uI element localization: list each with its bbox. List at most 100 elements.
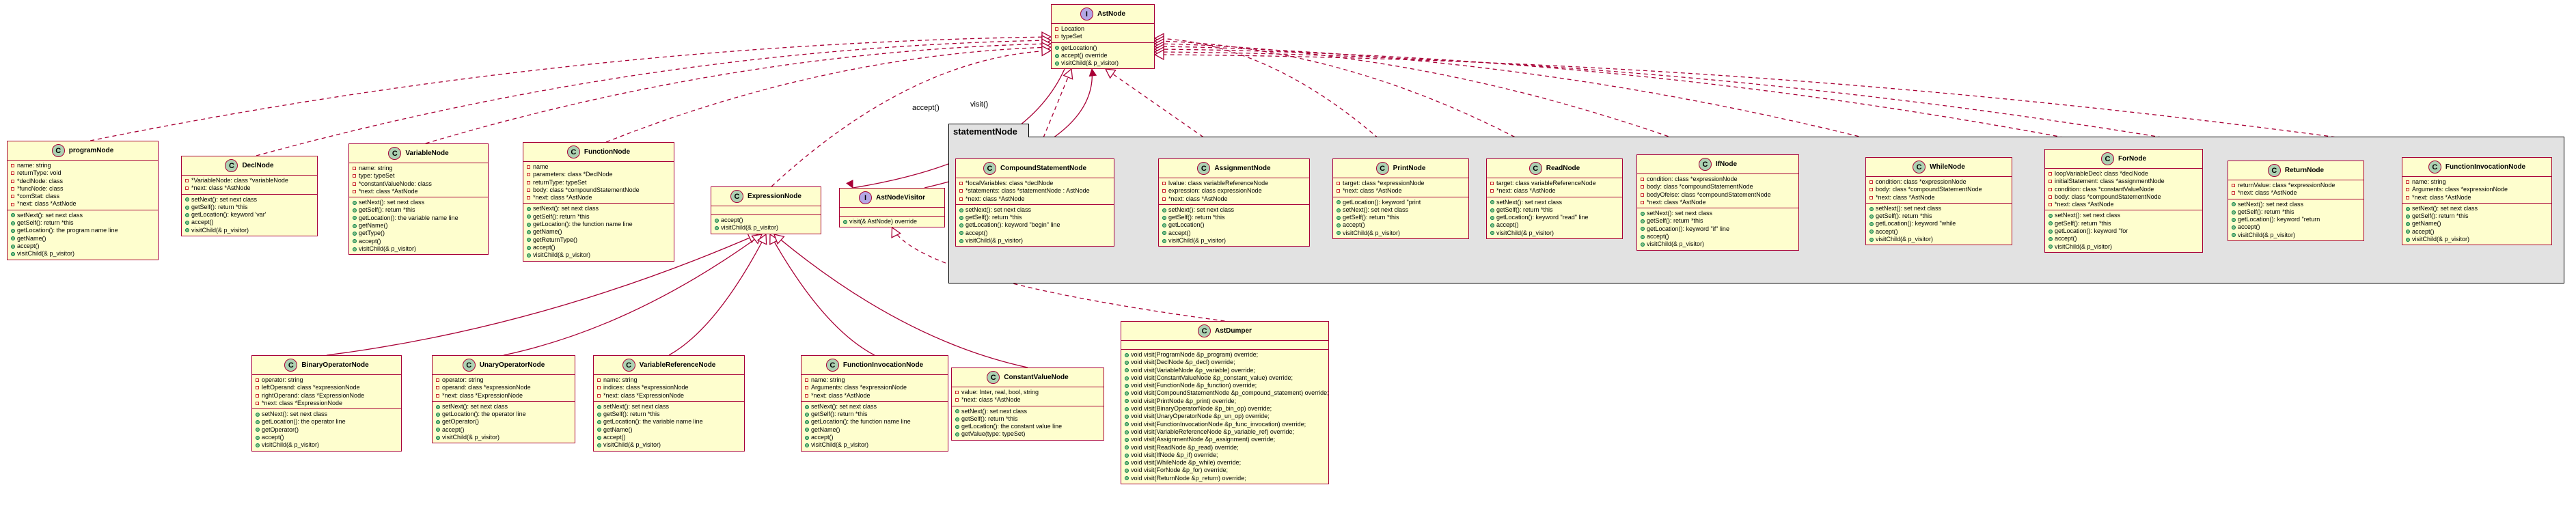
public-method-icon xyxy=(2049,245,2055,249)
field-text: condition: class *expressionNode xyxy=(1647,176,1738,182)
method-row: accept() xyxy=(436,426,571,434)
method-text: getName() xyxy=(603,426,633,433)
method-text: getType() xyxy=(359,230,385,237)
method-row: visitChild(& p_visitor) xyxy=(1162,237,1306,245)
class-name: AstNode xyxy=(1097,10,1126,18)
field-text: operator: string xyxy=(262,376,303,383)
public-method-icon xyxy=(1162,208,1168,212)
private-field-icon xyxy=(1162,189,1168,193)
class-badge-icon: C xyxy=(1375,162,1389,175)
class-name: DeclNode xyxy=(242,162,274,169)
method-row: getLocation(): keyword "while xyxy=(1869,220,2008,227)
method-row: getSelf(): return *this xyxy=(1337,214,1465,221)
method-row: getLocation() xyxy=(1055,44,1151,52)
method-row: accept() xyxy=(2406,228,2548,236)
method-row: void visit(CompoundStatementNode &p_comp… xyxy=(1125,389,1329,397)
field-text: *next: class *AstNode xyxy=(2238,189,2297,197)
method-text: visit(& AstNode) override xyxy=(849,218,918,225)
method-text: visitChild(& p_visitor) xyxy=(2055,242,2113,250)
method-text: setNext(): set next class xyxy=(1647,210,1713,217)
class-name: ReturnNode xyxy=(2284,167,2325,174)
association-arrowhead xyxy=(1088,68,1097,77)
public-method-icon xyxy=(436,420,442,425)
field-text: value: Inter, real, bool, string xyxy=(961,389,1039,396)
method-row: getSelf(): return *this xyxy=(2406,212,2548,220)
package-label: statementNode xyxy=(948,124,1029,137)
public-method-icon xyxy=(805,404,811,409)
method-text: void visit(ReadNode &p_read) override; xyxy=(1131,443,1239,451)
field-row: condition: class *expressionNode xyxy=(1641,176,1795,183)
private-field-icon xyxy=(2049,172,2055,176)
field-row: *statements: class *statementNode : AstN… xyxy=(959,187,1110,195)
realization-arrowhead xyxy=(1041,45,1052,57)
method-row: accept() xyxy=(2049,235,2199,242)
public-method-icon xyxy=(353,223,359,228)
realization-edge xyxy=(1154,40,1555,159)
field-row: *VariableNode: class *variableNode xyxy=(185,177,314,184)
class-name: ReadNode xyxy=(1546,165,1580,172)
field-text: *next: class *AstNode xyxy=(961,396,1021,404)
method-row: getLocation(): the constant value line xyxy=(955,423,1100,430)
realization-edge xyxy=(90,36,1052,141)
method-text: setNext(): set next class xyxy=(1343,206,1409,213)
class-badge-icon: C xyxy=(388,147,402,160)
field-text: *next: class *AstNode xyxy=(2412,193,2471,201)
fields-section: returnValue: class *expressionNode*next:… xyxy=(2228,180,2363,199)
method-text: getSelf(): return *this xyxy=(2238,208,2294,215)
method-text: setNext(): set next class xyxy=(965,206,1032,213)
public-method-icon xyxy=(436,412,442,417)
method-row: void visit(ProgramNode &p_program) overr… xyxy=(1125,351,1325,359)
class-name: PrintNode xyxy=(1393,165,1426,172)
field-text: *next: class *ExpressionNode xyxy=(262,399,343,406)
field-text: *next: class *AstNode xyxy=(1343,187,1402,195)
field-row: *next: class *AstNode xyxy=(2049,201,2199,208)
public-method-icon xyxy=(436,428,442,432)
method-row: getSelf(): return *this xyxy=(527,213,670,221)
field-row: returnType: void xyxy=(11,169,154,177)
field-text: *constantValueNode: class xyxy=(359,180,432,187)
private-field-icon xyxy=(2049,180,2055,184)
field-row: bodyOfelse: class *compoundStatementNode xyxy=(1641,191,1795,199)
method-row: accept() xyxy=(1869,228,2008,236)
public-method-icon xyxy=(955,417,961,421)
public-method-icon xyxy=(597,435,603,440)
method-text: getLocation(): keyword "while xyxy=(1876,220,1956,227)
method-row: visitChild(& p_visitor) xyxy=(1869,236,2008,243)
method-row: getSelf(): return *this xyxy=(597,411,741,418)
method-text: getLocation(): keyword "print xyxy=(1343,198,1421,206)
method-row: setNext(): set next class xyxy=(955,408,1100,415)
public-method-icon xyxy=(256,435,262,440)
field-text: name: string xyxy=(2412,178,2446,185)
method-text: getLocation(): keyword "read" line xyxy=(1496,214,1589,221)
method-row: getLocation(): the operator line xyxy=(256,418,398,426)
field-text: condition: class *expressionNode xyxy=(1876,178,1967,185)
private-field-icon xyxy=(256,378,262,383)
private-field-icon xyxy=(955,391,961,395)
field-row: *next: class *ExpressionNode xyxy=(436,392,571,400)
realization-edge xyxy=(891,227,1225,322)
field-row: leftOperand: class *expressionNode xyxy=(256,384,398,391)
method-text: visitChild(& p_visitor) xyxy=(2238,231,2296,238)
method-text: setNext(): set next class xyxy=(1876,204,1942,212)
method-row: getName() xyxy=(353,222,484,230)
fields-section: target: class *expressionNode*next: clas… xyxy=(1333,178,1468,197)
method-text: setNext(): set next class xyxy=(1496,198,1563,206)
public-method-icon xyxy=(1337,223,1343,228)
field-row: Arguments: class *expressionNode xyxy=(2406,186,2548,193)
method-row: getLocation(): keyword 'var' xyxy=(185,211,314,219)
public-method-icon xyxy=(1125,406,1131,411)
field-text: returnValue: class *expressionNode xyxy=(2238,182,2335,189)
field-text: bodyOfelse: class *compoundStatementNode xyxy=(1647,191,1771,198)
public-method-icon xyxy=(436,435,442,440)
public-method-icon xyxy=(805,412,811,417)
field-text: rightOperand: class *ExpressionNode xyxy=(262,391,365,399)
public-method-icon xyxy=(353,200,359,205)
field-row: *next: class *AstNode xyxy=(959,195,1110,203)
